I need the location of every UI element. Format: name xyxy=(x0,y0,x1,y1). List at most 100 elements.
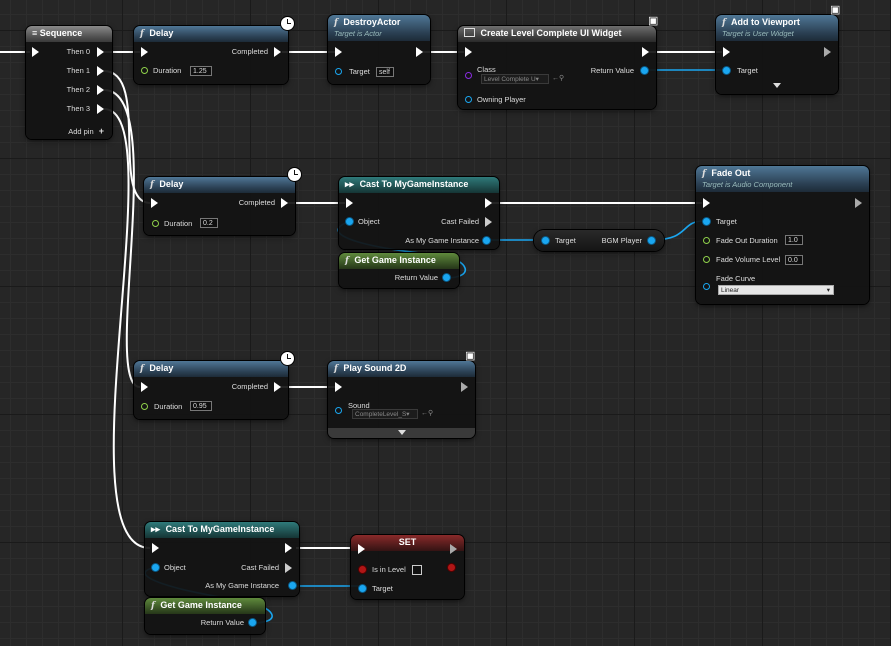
node-header[interactable]: ▸▸ Cast To MyGameInstance xyxy=(339,177,499,193)
cast-node[interactable]: ▸▸ Cast To MyGameInstance Object Cast Fa… xyxy=(145,522,299,596)
as-instance-pin[interactable] xyxy=(289,582,296,589)
target-label: Target xyxy=(372,584,393,593)
exec-out-pin[interactable] xyxy=(461,382,468,392)
duration-pin[interactable] xyxy=(152,220,159,227)
as-instance-pin[interactable] xyxy=(483,237,490,244)
object-pin[interactable] xyxy=(346,218,353,225)
sound-pin[interactable] xyxy=(335,407,342,414)
return-value-pin[interactable] xyxy=(443,274,450,281)
bgm-player-getter-node[interactable]: Target BGM Player xyxy=(534,230,664,251)
exec-out-pin[interactable] xyxy=(485,198,492,208)
target-pin[interactable] xyxy=(703,218,710,225)
node-header[interactable]: f Delay xyxy=(134,26,288,42)
class-pin[interactable] xyxy=(465,72,472,79)
sound-dropdown[interactable]: CompleteLevel_S▾ xyxy=(352,409,418,419)
create-widget-node[interactable]: Create Level Complete UI Widget ▣ Class … xyxy=(458,16,658,109)
browse-icon[interactable]: ←⚲ xyxy=(552,75,565,82)
then-1-pin[interactable] xyxy=(97,66,104,76)
delay-node[interactable]: f Delay Completed Duration 0.2 xyxy=(144,168,301,235)
then-2-pin[interactable] xyxy=(97,85,104,95)
completed-pin[interactable] xyxy=(274,47,281,57)
fade-out-node[interactable]: f Fade Out Target is Audio Component Tar… xyxy=(696,166,869,304)
exec-out-pin[interactable] xyxy=(416,47,423,57)
fade-curve-dropdown[interactable]: Linear ▾ xyxy=(718,285,834,295)
cast-node[interactable]: ▸▸ Cast To MyGameInstance Object Cast Fa… xyxy=(339,177,499,249)
exec-out-pin[interactable] xyxy=(824,47,831,57)
is-in-level-checkbox[interactable] xyxy=(412,565,422,575)
then-0-pin[interactable] xyxy=(97,47,104,57)
fade-volume-pin[interactable] xyxy=(703,256,710,263)
target-pin[interactable] xyxy=(335,68,342,75)
is-in-level-pin[interactable] xyxy=(359,566,366,573)
cast-failed-pin[interactable] xyxy=(285,563,292,573)
sequence-icon: ≡ xyxy=(32,28,38,38)
node-header[interactable]: SET xyxy=(351,535,464,551)
then-3-pin[interactable] xyxy=(97,104,104,114)
get-game-instance-node[interactable]: f Get Game Instance Return Value xyxy=(145,598,265,634)
exec-out-pin[interactable] xyxy=(855,198,862,208)
exec-out-pin[interactable] xyxy=(450,544,457,554)
return-value-pin[interactable] xyxy=(641,67,648,74)
delay-node[interactable]: f Delay Completed Duration 1.25 xyxy=(134,17,294,84)
node-header[interactable]: Create Level Complete UI Widget xyxy=(458,26,656,42)
object-pin[interactable] xyxy=(152,564,159,571)
target-pin[interactable] xyxy=(723,67,730,74)
function-icon: f xyxy=(140,29,144,39)
sequence-node[interactable]: ≡ Sequence Then 0 Then 1 Then 2 Then 3 A… xyxy=(26,26,112,139)
fade-out-duration-pin[interactable] xyxy=(703,237,710,244)
duration-pin[interactable] xyxy=(141,403,148,410)
is-in-level-out-pin[interactable] xyxy=(448,564,455,571)
add-pin-button[interactable]: Add pin + xyxy=(68,126,104,137)
exec-in-pin[interactable] xyxy=(346,198,353,208)
node-header[interactable]: ▸▸ Cast To MyGameInstance xyxy=(145,522,299,538)
exec-in-pin[interactable] xyxy=(358,544,365,554)
completed-pin[interactable] xyxy=(281,198,288,208)
duration-pin[interactable] xyxy=(141,67,148,74)
exec-in-pin[interactable] xyxy=(335,47,342,57)
exec-in-pin[interactable] xyxy=(152,543,159,553)
exec-in-pin[interactable] xyxy=(703,198,710,208)
duration-field[interactable]: 0.2 xyxy=(200,218,218,228)
target-field[interactable]: self xyxy=(376,67,394,77)
exec-in-pin[interactable] xyxy=(32,47,39,57)
set-variable-node[interactable]: SET Is in Level Target xyxy=(351,535,464,599)
node-header[interactable]: f Get Game Instance xyxy=(339,253,459,269)
add-to-viewport-node[interactable]: f Add to Viewport Target is User Widget … xyxy=(716,5,840,94)
exec-in-pin[interactable] xyxy=(141,382,148,392)
return-value-pin[interactable] xyxy=(249,619,256,626)
node-header[interactable]: f Add to Viewport Target is User Widget xyxy=(716,15,838,41)
exec-in-pin[interactable] xyxy=(151,198,158,208)
fade-curve-pin[interactable] xyxy=(703,283,710,290)
node-header[interactable]: f Delay xyxy=(134,361,288,377)
exec-in-pin[interactable] xyxy=(465,47,472,57)
exec-in-pin[interactable] xyxy=(335,382,342,392)
node-header[interactable]: f Delay xyxy=(144,177,295,193)
destroy-actor-node[interactable]: f DestroyActor Target is Actor Target se… xyxy=(328,15,430,84)
completed-pin[interactable] xyxy=(274,382,281,392)
fade-volume-field[interactable]: 0.0 xyxy=(785,255,803,265)
class-dropdown[interactable]: Level Complete U▾ xyxy=(481,74,549,84)
node-header[interactable]: f Get Game Instance xyxy=(145,598,265,614)
target-pin[interactable] xyxy=(359,585,366,592)
exec-in-pin[interactable] xyxy=(723,47,730,57)
duration-field[interactable]: 0.95 xyxy=(190,401,212,411)
expand-arrow-icon[interactable] xyxy=(773,83,781,88)
exec-in-pin[interactable] xyxy=(141,47,148,57)
bgm-player-pin[interactable] xyxy=(648,237,655,244)
fade-out-duration-field[interactable]: 1.0 xyxy=(785,235,803,245)
get-game-instance-node[interactable]: f Get Game Instance Return Value xyxy=(339,253,459,288)
target-pin[interactable] xyxy=(542,237,549,244)
delay-node[interactable]: f Delay Completed Duration 0.95 xyxy=(134,352,294,419)
browse-icon[interactable]: ←⚲ xyxy=(421,410,434,417)
owning-player-pin[interactable] xyxy=(465,96,472,103)
node-header[interactable]: ≡ Sequence xyxy=(26,26,112,42)
node-header[interactable]: f Fade Out Target is Audio Component xyxy=(696,166,869,192)
duration-field[interactable]: 1.25 xyxy=(190,66,212,76)
exec-out-pin[interactable] xyxy=(285,543,292,553)
exec-out-pin[interactable] xyxy=(642,47,649,57)
cast-failed-pin[interactable] xyxy=(485,217,492,227)
node-header[interactable]: f DestroyActor Target is Actor xyxy=(328,15,430,41)
advanced-expander[interactable] xyxy=(328,428,475,438)
play-sound-2d-node[interactable]: f Play Sound 2D ▣ Sound CompleteLevel_S▾… xyxy=(328,351,475,438)
node-header[interactable]: f Play Sound 2D xyxy=(328,361,475,377)
